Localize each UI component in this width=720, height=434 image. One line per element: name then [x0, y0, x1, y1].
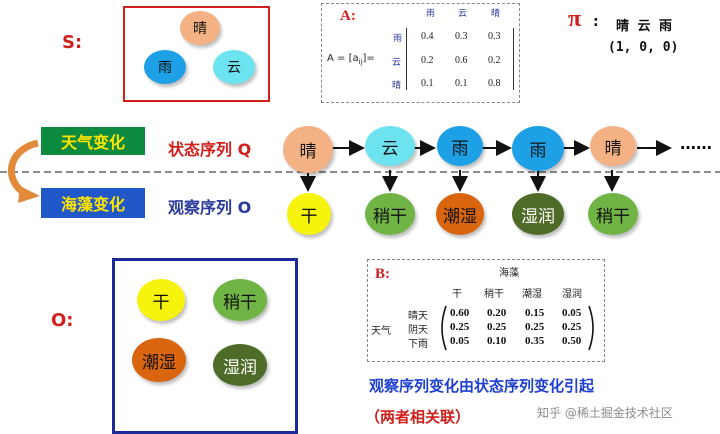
b-col-header: 潮湿: [522, 289, 542, 300]
sequence-ellipsis: ……: [680, 134, 712, 153]
a-bracket-left: [406, 28, 407, 90]
state-node-sunny: 晴: [590, 126, 636, 166]
s-sunny-node: 晴: [180, 11, 220, 45]
emission-arrows: [300, 170, 620, 192]
b-row-label: 晴天: [408, 311, 428, 322]
state-node-rainy: 雨: [512, 126, 564, 171]
s-label: S:: [62, 32, 83, 53]
obs-node-dry: 干: [287, 193, 331, 235]
state-node-rainy: 雨: [437, 126, 483, 166]
pi-values: (1, 0, 0): [608, 40, 679, 55]
conclusion-subtext: （两者相关联）: [365, 408, 471, 426]
obs-node-dryish: 稍干: [588, 193, 638, 235]
b-bracket-right: [588, 305, 594, 351]
pi-states: 晴 云 雨: [616, 19, 675, 34]
weather-change-label: 天气变化: [41, 127, 145, 155]
a-cell: 0.2: [421, 55, 434, 66]
state-sequence-label: 状态序列 Q: [168, 140, 252, 159]
a-matrix-box: [321, 3, 520, 103]
a-col-header-1: 云: [458, 9, 468, 19]
b-cell: 0.50: [562, 335, 582, 347]
a-cell: 0.1: [455, 78, 468, 89]
state-node-sunny: 晴: [283, 126, 333, 173]
b-cell: 0.05: [450, 335, 470, 347]
a-col-header-2: 晴: [491, 9, 501, 19]
o-damp-node: 潮湿: [132, 338, 186, 382]
b-col-header: 湿润: [562, 289, 582, 300]
conclusion-text: 观察序列变化由状态序列变化引起: [369, 377, 595, 395]
b-cell: 0.35: [525, 335, 545, 347]
o-dry-node: 干: [137, 279, 185, 321]
s-cloudy-node: 云: [213, 50, 255, 84]
b-weather-label: 天气: [371, 326, 391, 337]
curved-arrowhead-icon: [18, 186, 40, 203]
a-cell: 0.2: [488, 55, 501, 66]
b-cell: 0.25: [562, 321, 582, 333]
b-row-label: 下雨: [408, 339, 428, 350]
a-row-header-1: 云: [392, 58, 402, 68]
a-formula: A = [aij]=: [327, 53, 375, 66]
b-label: B:: [375, 266, 390, 282]
a-cell: 0.8: [488, 78, 501, 89]
s-rainy-node: 雨: [144, 50, 186, 84]
b-matrix-box: [367, 259, 605, 362]
a-label: A:: [340, 8, 356, 24]
b-cell: 0.05: [562, 307, 582, 319]
o-label: O:: [51, 310, 74, 331]
b-cell: 0.25: [525, 321, 545, 333]
obs-node-soggy: 湿润: [512, 193, 564, 235]
b-col-header: 干: [452, 289, 462, 300]
a-cell: 0.4: [421, 31, 434, 42]
a-cell: 0.3: [455, 31, 468, 42]
b-cell: 0.10: [487, 335, 507, 347]
b-cell: 0.25: [450, 321, 470, 333]
a-row-header-0: 雨: [393, 34, 403, 44]
obs-node-dryish: 稍干: [365, 193, 415, 235]
b-cell: 0.60: [450, 307, 470, 319]
pi-colon: :: [593, 14, 599, 30]
watermark: 知乎 @稀土掘金技术社区: [537, 406, 673, 420]
s-state-box: [123, 6, 270, 102]
a-cell: 0.3: [488, 31, 501, 42]
o-observation-box: [112, 258, 298, 434]
state-node-cloudy: 云: [365, 126, 415, 166]
b-cell: 0.25: [487, 321, 507, 333]
seaweed-change-label: 海藻变化: [41, 188, 145, 218]
pi-symbol: π: [568, 6, 582, 32]
obs-node-damp: 潮湿: [436, 193, 484, 235]
a-bracket-right: [513, 28, 514, 90]
b-row-label: 阴天: [408, 325, 428, 336]
o-soggy-node: 湿润: [213, 344, 267, 386]
b-seaweed-header: 海藻: [499, 268, 519, 279]
b-bracket-left: [441, 305, 447, 351]
a-row-header-2: 晴: [392, 81, 402, 91]
a-cell: 0.6: [455, 55, 468, 66]
b-cell: 0.20: [487, 307, 507, 319]
o-dryish-node: 稍干: [213, 279, 267, 321]
observation-sequence-label: 观察序列 O: [168, 198, 252, 217]
a-col-header-0: 雨: [426, 9, 436, 19]
a-cell: 0.1: [421, 78, 434, 89]
b-col-header: 稍干: [484, 289, 504, 300]
b-cell: 0.15: [525, 307, 545, 319]
